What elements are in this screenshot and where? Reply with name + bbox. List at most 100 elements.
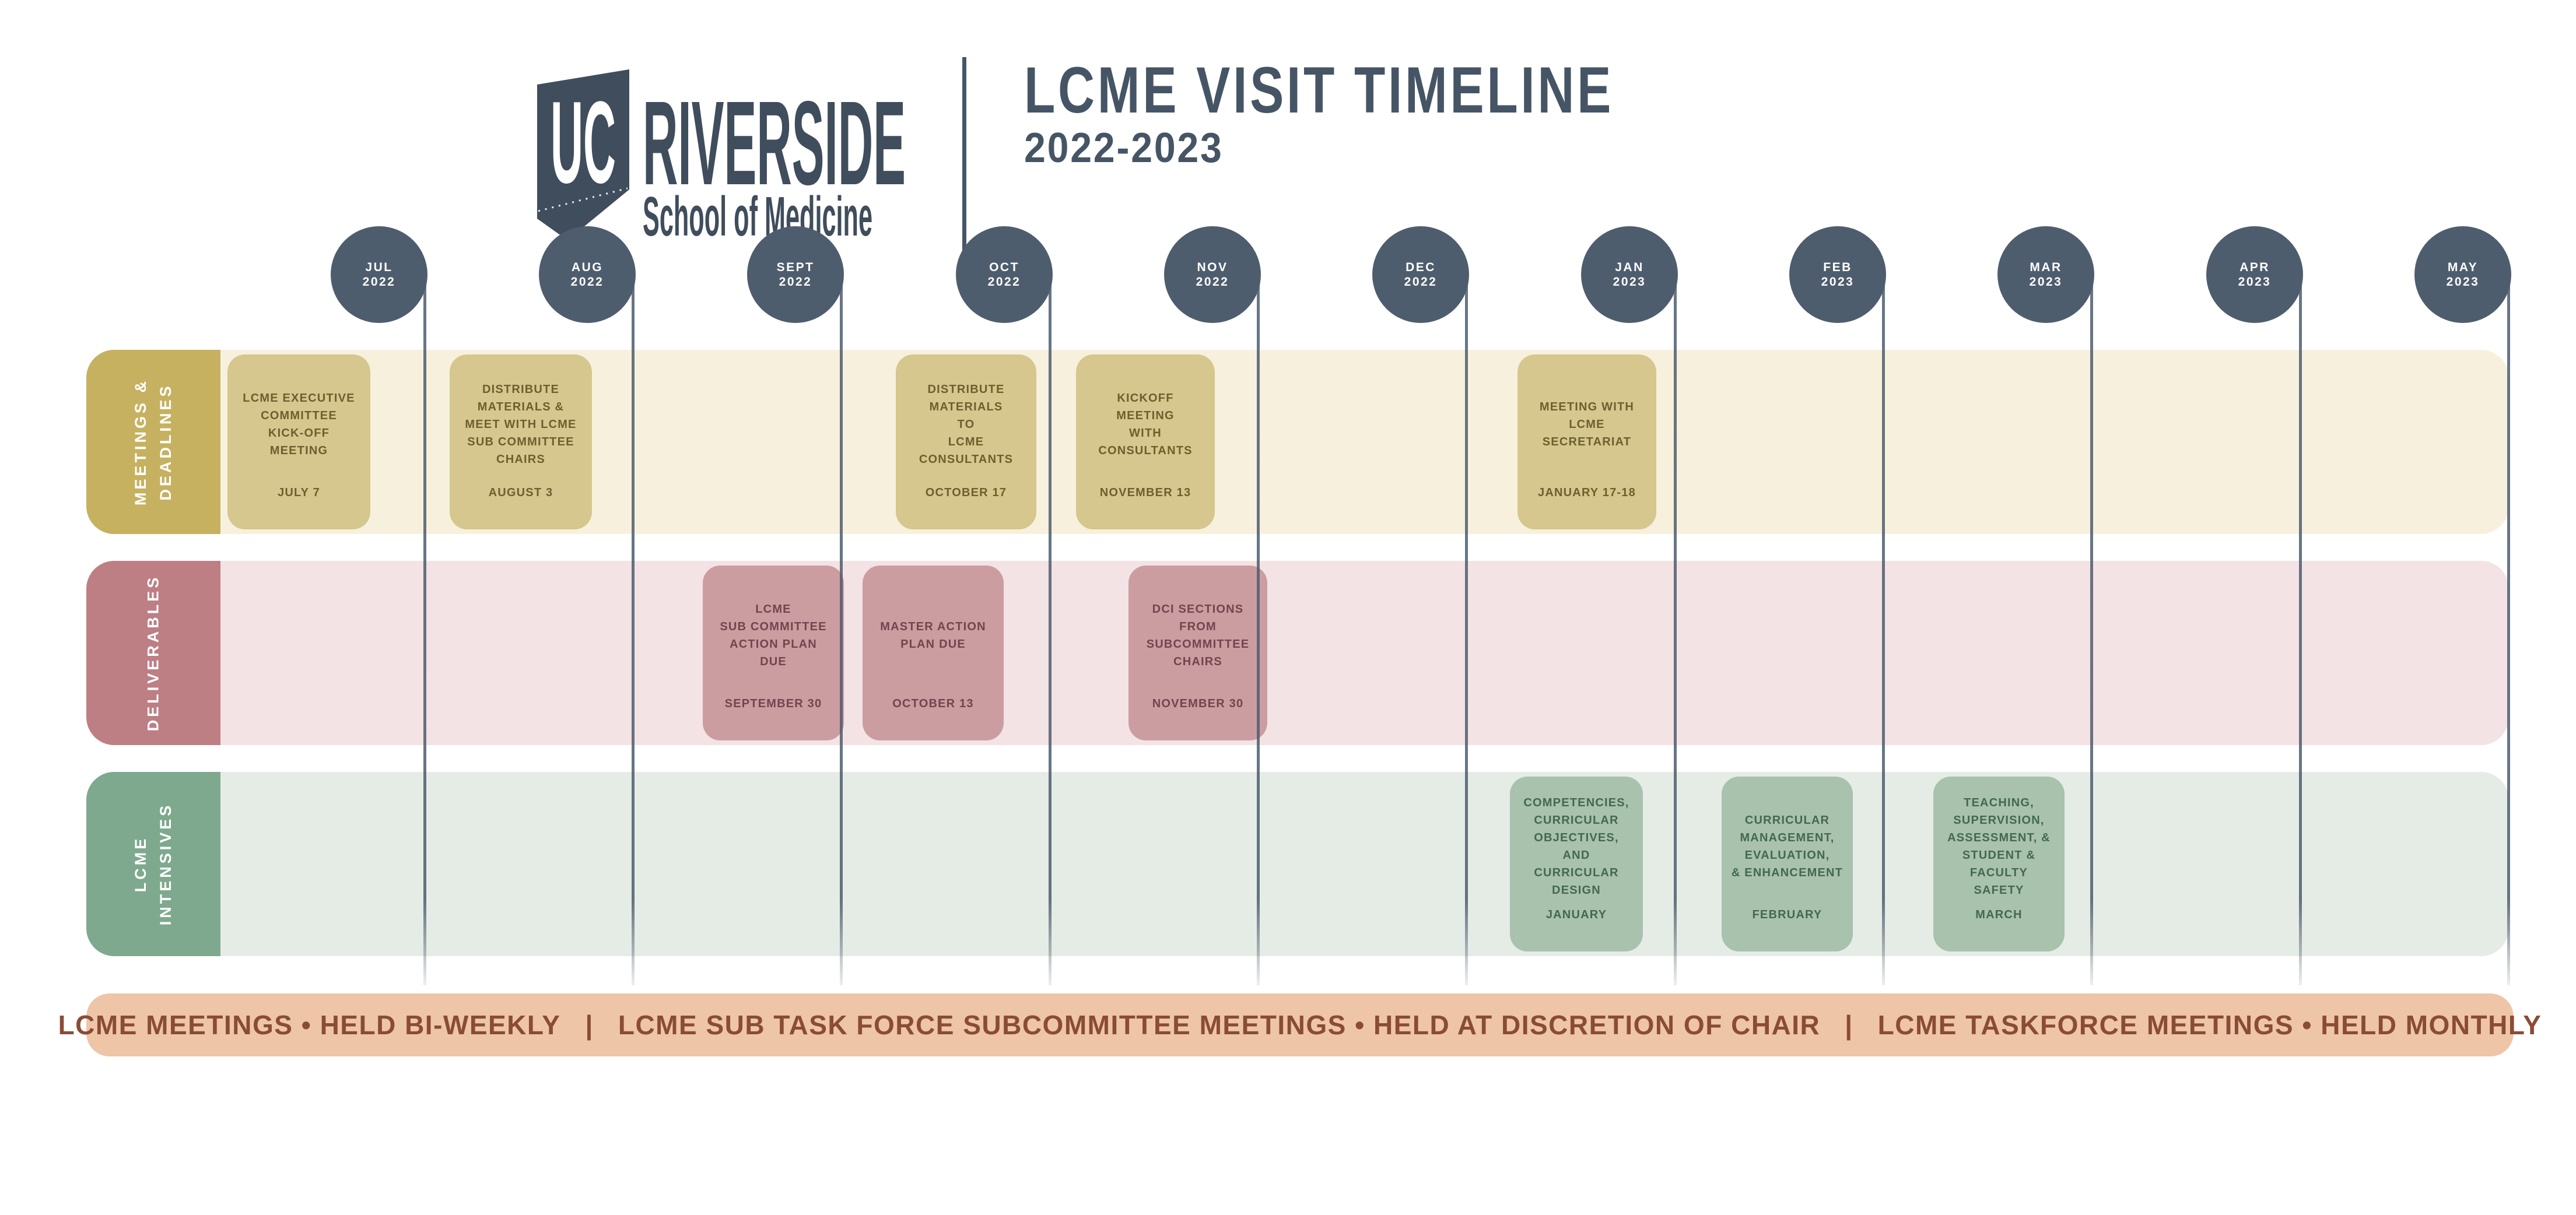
legend-separator: | — [1845, 1010, 1853, 1040]
month-marker-mar-2023: MAR 2023 — [1997, 226, 2094, 323]
event-card-teaching-intensive: TEACHING, SUPERVISION, ASSESSMENT, & STU… — [1933, 777, 2065, 951]
event-title: LCME EXECUTIVE COMMITTEE KICK-OFF MEETIN… — [243, 392, 355, 457]
row-label-deliverables: DELIVERABLES — [86, 561, 220, 745]
event-title: CURRICULAR MANAGEMENT, EVALUATION, & ENH… — [1731, 814, 1843, 879]
event-date: AUGUST 3 — [488, 486, 553, 499]
event-date: JANUARY 17-18 — [1538, 486, 1636, 499]
gridline-may — [2507, 276, 2510, 985]
gridline-aug — [632, 276, 635, 985]
row-label-lcme-intensives: LCME INTENSIVES — [86, 772, 220, 956]
page-subtitle: 2022-2023 — [1024, 125, 1224, 171]
month-marker-sept-2022: SEPT 2022 — [747, 226, 844, 323]
gridline-oct — [1049, 276, 1052, 985]
event-date: OCTOBER 17 — [925, 486, 1007, 499]
month-year: 2023 — [2238, 275, 2272, 289]
event-title: DCI SECTIONS FROM SUBCOMMITTEE CHAIRS — [1146, 603, 1250, 668]
ucr-shield-fold-line — [538, 187, 628, 212]
month-marker-may-2023: MAY 2023 — [2414, 226, 2511, 323]
event-card-master-action-plan: MASTER ACTION PLAN DUE OCTOBER 13 — [863, 566, 1004, 740]
page-title: LCME VISIT TIMELINE — [1024, 54, 1614, 127]
event-card-competencies-intensive: COMPETENCIES, CURRICULAR OBJECTIVES, AND… — [1510, 777, 1643, 951]
event-title: DISTRIBUTE MATERIALS & MEET WITH LCME SU… — [465, 383, 577, 466]
event-title: LCME SUB COMMITTEE ACTION PLAN DUE — [720, 603, 827, 668]
month-year: 2023 — [1613, 275, 1646, 289]
month-marker-jan-2023: JAN 2023 — [1581, 226, 1678, 323]
logo-riverside-text: RIVERSIDE — [643, 76, 906, 210]
event-date: MARCH — [1975, 908, 2023, 921]
month-marker-feb-2023: FEB 2023 — [1789, 226, 1886, 323]
month-label: APR — [2239, 261, 2270, 274]
gridline-apr — [2299, 276, 2302, 985]
month-marker-jul-2022: JUL 2022 — [331, 226, 427, 323]
ucr-shield-icon — [537, 69, 629, 240]
header-divider — [962, 57, 966, 255]
month-label: AUG — [571, 261, 604, 274]
event-date: OCTOBER 13 — [892, 697, 974, 710]
month-year: 2022 — [570, 275, 604, 289]
month-marker-oct-2022: OCT 2022 — [956, 226, 1053, 323]
gridline-jul — [423, 276, 426, 985]
event-card-kickoff-meeting: LCME EXECUTIVE COMMITTEE KICK-OFF MEETIN… — [227, 354, 370, 529]
event-title: DISTRIBUTE MATERIALS TO LCME CONSULTANTS — [919, 383, 1014, 466]
event-date: JULY 7 — [278, 486, 320, 499]
month-year: 2022 — [779, 275, 812, 289]
row-label-text: MEETINGS & DEADLINES — [132, 378, 174, 506]
event-card-distribute-materials-chairs: DISTRIBUTE MATERIALS & MEET WITH LCME SU… — [450, 354, 592, 529]
event-date: NOVEMBER 13 — [1099, 486, 1191, 499]
legend-item-taskforce-meetings: LCME TASKFORCE MEETINGS • HELD MONTHLY — [1877, 1010, 2542, 1040]
month-marker-apr-2023: APR 2023 — [2206, 226, 2303, 323]
logo-uc-text: UC — [551, 78, 616, 208]
event-card-subcommittee-action-plan: LCME SUB COMMITTEE ACTION PLAN DUE SEPTE… — [703, 566, 844, 740]
row-label-meetings-deadlines: MEETINGS & DEADLINES — [86, 350, 220, 534]
gridline-jan — [1674, 276, 1677, 985]
event-title: KICKOFF MEETING WITH CONSULTANTS — [1098, 392, 1193, 457]
row-label-text: LCME INTENSIVES — [132, 802, 174, 926]
month-year: 2022 — [987, 275, 1021, 289]
logo-school-text: School of Medicine — [643, 185, 872, 248]
row-label-text: DELIVERABLES — [144, 574, 162, 732]
month-year: 2023 — [1821, 275, 1855, 289]
gridline-mar — [2090, 276, 2093, 985]
month-label: OCT — [989, 261, 1019, 274]
month-year: 2022 — [1404, 275, 1438, 289]
event-date: SEPTEMBER 30 — [724, 697, 822, 710]
event-title: TEACHING, SUPERVISION, ASSESSMENT, & STU… — [1947, 796, 2051, 897]
month-label: FEB — [1823, 261, 1852, 274]
legend-item-lcme-meetings: LCME MEETINGS • HELD BI-WEEKLY — [58, 1010, 561, 1040]
legend-separator: | — [585, 1010, 594, 1040]
event-card-curricular-management-intensive: CURRICULAR MANAGEMENT, EVALUATION, & ENH… — [1722, 777, 1853, 951]
legend-bar: LCME MEETINGS • HELD BI-WEEKLY | LCME SU… — [58, 993, 2541, 1056]
event-date: FEBRUARY — [1752, 908, 1823, 921]
month-year: 2022 — [1196, 275, 1229, 289]
row-band-lcme-intensives — [86, 772, 2509, 956]
month-label: SEPT — [776, 261, 815, 274]
event-card-kickoff-consultants: KICKOFF MEETING WITH CONSULTANTS NOVEMBE… — [1076, 354, 1215, 529]
event-card-lcme-secretariat: MEETING WITH LCME SECRETARIAT JANUARY 17… — [1517, 354, 1656, 529]
month-label: JAN — [1615, 261, 1644, 274]
gridline-sept — [840, 276, 843, 985]
gridline-dec — [1465, 276, 1468, 985]
event-card-dci-sections: DCI SECTIONS FROM SUBCOMMITTEE CHAIRS NO… — [1128, 566, 1267, 740]
month-label: DEC — [1406, 261, 1436, 274]
month-label: NOV — [1197, 261, 1228, 274]
month-year: 2023 — [2029, 275, 2063, 289]
month-marker-aug-2022: AUG 2022 — [539, 226, 636, 323]
gridline-feb — [1882, 276, 1885, 985]
event-date: NOVEMBER 30 — [1152, 697, 1244, 710]
ucr-logo: UC RIVERSIDE School of Medicine — [537, 69, 906, 248]
month-label: MAR — [2030, 261, 2062, 274]
legend-item-subtaskforce-meetings: LCME SUB TASK FORCE SUBCOMMITTEE MEETING… — [618, 1010, 1821, 1040]
event-title: MEETING WITH LCME SECRETARIAT — [1539, 401, 1635, 448]
month-marker-nov-2022: NOV 2022 — [1164, 226, 1261, 323]
month-label: MAY — [2447, 261, 2479, 274]
row-band-deliverables — [86, 561, 2509, 745]
event-card-distribute-materials-consultants: DISTRIBUTE MATERIALS TO LCME CONSULTANTS… — [896, 354, 1036, 529]
month-marker-dec-2022: DEC 2022 — [1372, 226, 1469, 323]
gridline-nov — [1257, 276, 1260, 985]
event-title: MASTER ACTION PLAN DUE — [880, 620, 986, 651]
event-title: COMPETENCIES, CURRICULAR OBJECTIVES, AND… — [1523, 796, 1629, 897]
event-date: JANUARY — [1545, 908, 1607, 921]
month-label: JUL — [365, 261, 393, 274]
month-year: 2022 — [362, 275, 396, 289]
